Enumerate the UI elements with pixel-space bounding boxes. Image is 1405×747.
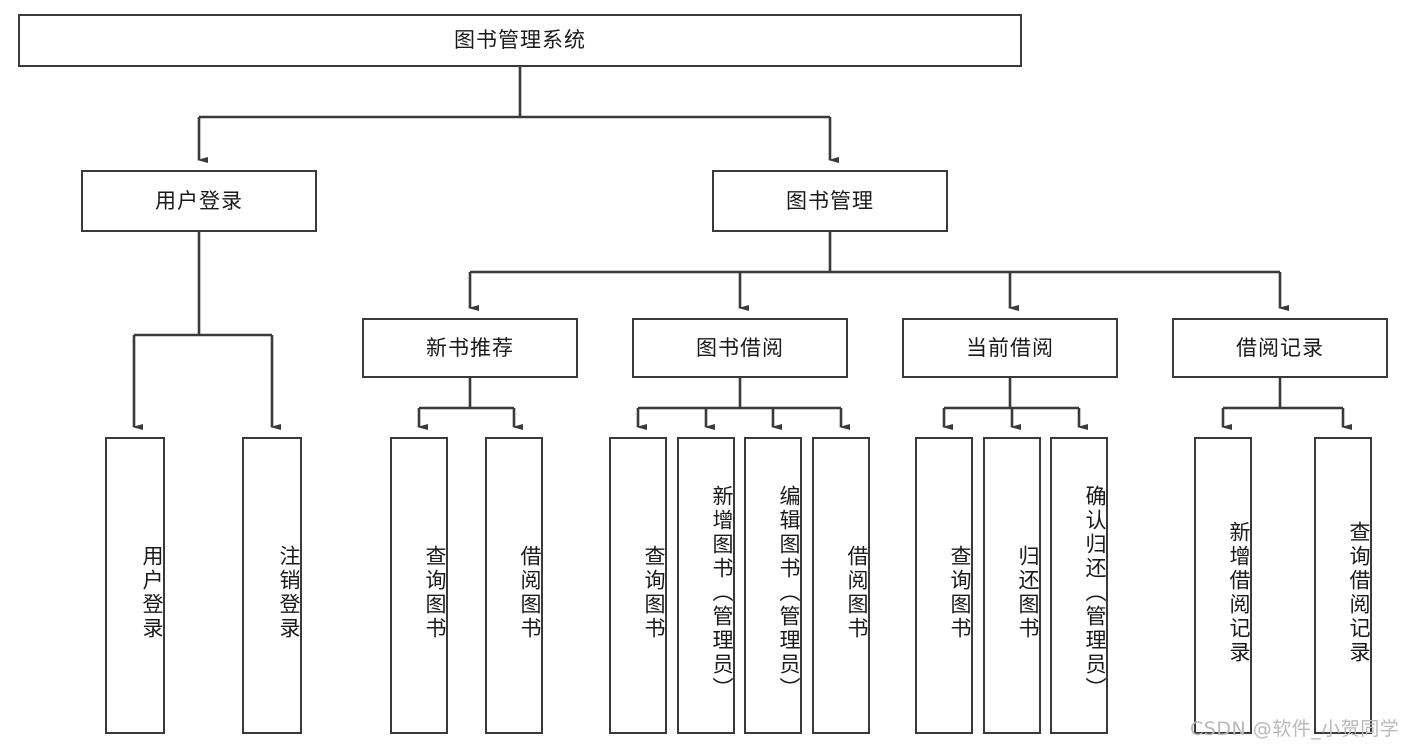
- node-label: 新增图书（管理员）: [710, 484, 734, 701]
- leaf-user-login-signout[interactable]: 注销登录: [242, 437, 302, 734]
- leaf-current-confirm-return-admin[interactable]: 确认归还（管理员）: [1050, 437, 1108, 734]
- node-book-borrow[interactable]: 图书借阅: [632, 318, 848, 378]
- node-label: 编辑图书（管理员）: [777, 484, 801, 701]
- leaf-record-query[interactable]: 查询借阅记录: [1314, 437, 1372, 734]
- node-label: 图书管理系统: [454, 28, 586, 53]
- node-label: 新增借阅记录: [1227, 520, 1251, 665]
- node-user-login[interactable]: 用户登录: [81, 170, 317, 232]
- node-label: 确认归还（管理员）: [1083, 484, 1107, 701]
- node-label: 查询图书: [423, 544, 447, 641]
- node-label: 查询图书: [948, 544, 972, 641]
- node-label: 注销登录: [277, 544, 301, 641]
- node-label: 借阅记录: [1236, 335, 1324, 360]
- node-current-borrow[interactable]: 当前借阅: [902, 318, 1118, 378]
- node-label: 借阅图书: [518, 544, 542, 641]
- watermark: CSDN @软件_小贺同学: [1190, 718, 1400, 740]
- node-book-management-system[interactable]: 图书管理系统: [18, 14, 1022, 67]
- leaf-current-query-book[interactable]: 查询图书: [915, 437, 973, 734]
- leaf-borrow-edit-book-admin[interactable]: 编辑图书（管理员）: [744, 437, 802, 734]
- leaf-current-return-book[interactable]: 归还图书: [983, 437, 1041, 734]
- leaf-record-add[interactable]: 新增借阅记录: [1194, 437, 1252, 734]
- leaf-new-book-query[interactable]: 查询图书: [390, 437, 448, 734]
- node-label: 借阅图书: [845, 544, 869, 641]
- node-book-management[interactable]: 图书管理: [712, 170, 948, 232]
- node-label: 用户登录: [155, 188, 243, 213]
- node-label: 新书推荐: [426, 335, 514, 360]
- node-label: 查询图书: [642, 544, 666, 641]
- node-borrow-record[interactable]: 借阅记录: [1172, 318, 1388, 378]
- node-label: 当前借阅: [966, 335, 1054, 360]
- node-label: 归还图书: [1016, 544, 1040, 641]
- leaf-borrow-add-book-admin[interactable]: 新增图书（管理员）: [677, 437, 735, 734]
- node-label: 图书管理: [786, 188, 874, 213]
- leaf-borrow-query-book[interactable]: 查询图书: [609, 437, 667, 734]
- leaf-borrow-borrow-book[interactable]: 借阅图书: [812, 437, 870, 734]
- node-label: 图书借阅: [696, 335, 784, 360]
- leaf-user-login-signin[interactable]: 用户登录: [105, 437, 165, 734]
- node-label: 查询借阅记录: [1347, 520, 1371, 665]
- node-label: 用户登录: [140, 544, 164, 641]
- leaf-new-book-borrow[interactable]: 借阅图书: [485, 437, 543, 734]
- node-new-book-recommend[interactable]: 新书推荐: [362, 318, 578, 378]
